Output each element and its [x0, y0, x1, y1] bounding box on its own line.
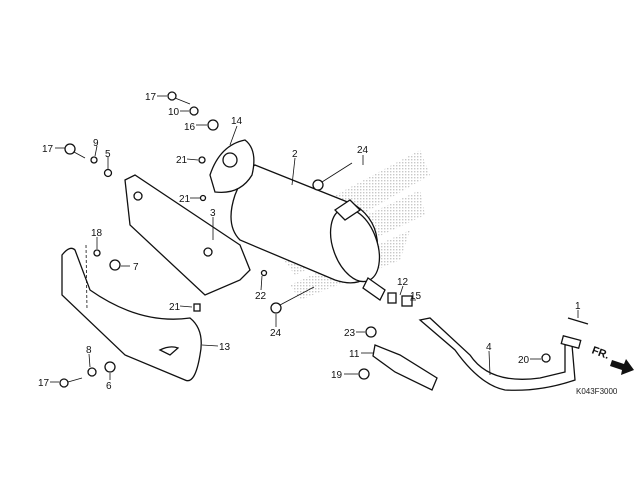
diagram-code: K043F3000 [576, 387, 618, 396]
callout-2: 2 [292, 149, 298, 160]
callout-17: 17 [42, 144, 54, 155]
callout-21: 21 [179, 194, 191, 205]
callout-21: 21 [176, 155, 188, 166]
callout-1: 1 [575, 301, 581, 312]
heat-shield-bracket [209, 139, 255, 194]
callout-10: 10 [168, 107, 180, 118]
callout-12: 12 [397, 277, 409, 288]
callout-19: 19 [331, 370, 343, 381]
callout-17: 17 [145, 92, 157, 103]
leader-lines [50, 95, 579, 383]
callout-15: 15 [410, 291, 422, 302]
callout-16: 16 [184, 122, 196, 133]
callout-14: 14 [231, 116, 243, 127]
callout-7: 7 [133, 262, 139, 273]
exhaust-pipe [387, 292, 589, 391]
callout-24: 24 [270, 328, 282, 339]
callout-3: 3 [210, 208, 216, 219]
callout-11: 11 [349, 349, 360, 360]
callout-22: 22 [255, 291, 267, 302]
callout-5: 5 [105, 149, 111, 160]
callout-18: 18 [91, 228, 103, 239]
callout-9: 9 [93, 138, 99, 149]
callout-17: 17 [38, 378, 50, 389]
callout-13: 13 [219, 342, 231, 353]
callout-24: 24 [357, 145, 369, 156]
lower-protector [61, 247, 202, 382]
front-direction-indicator: FR. [590, 345, 634, 375]
callout-6: 6 [106, 381, 112, 392]
callout-20: 20 [518, 355, 530, 366]
front-arrow-icon [610, 359, 634, 375]
muffler-protector [124, 174, 251, 296]
fasteners [59, 91, 551, 388]
exhaust-stay [372, 344, 438, 391]
callout-4: 4 [486, 342, 492, 353]
callout-21: 21 [169, 302, 181, 313]
callout-8: 8 [86, 345, 92, 356]
front-label: FR. [590, 345, 611, 362]
callout-labels: 17 10 16 14 17 9 5 21 2 24 21 3 18 7 22 … [38, 92, 581, 392]
muffler [230, 164, 386, 301]
callout-23: 23 [344, 328, 356, 339]
